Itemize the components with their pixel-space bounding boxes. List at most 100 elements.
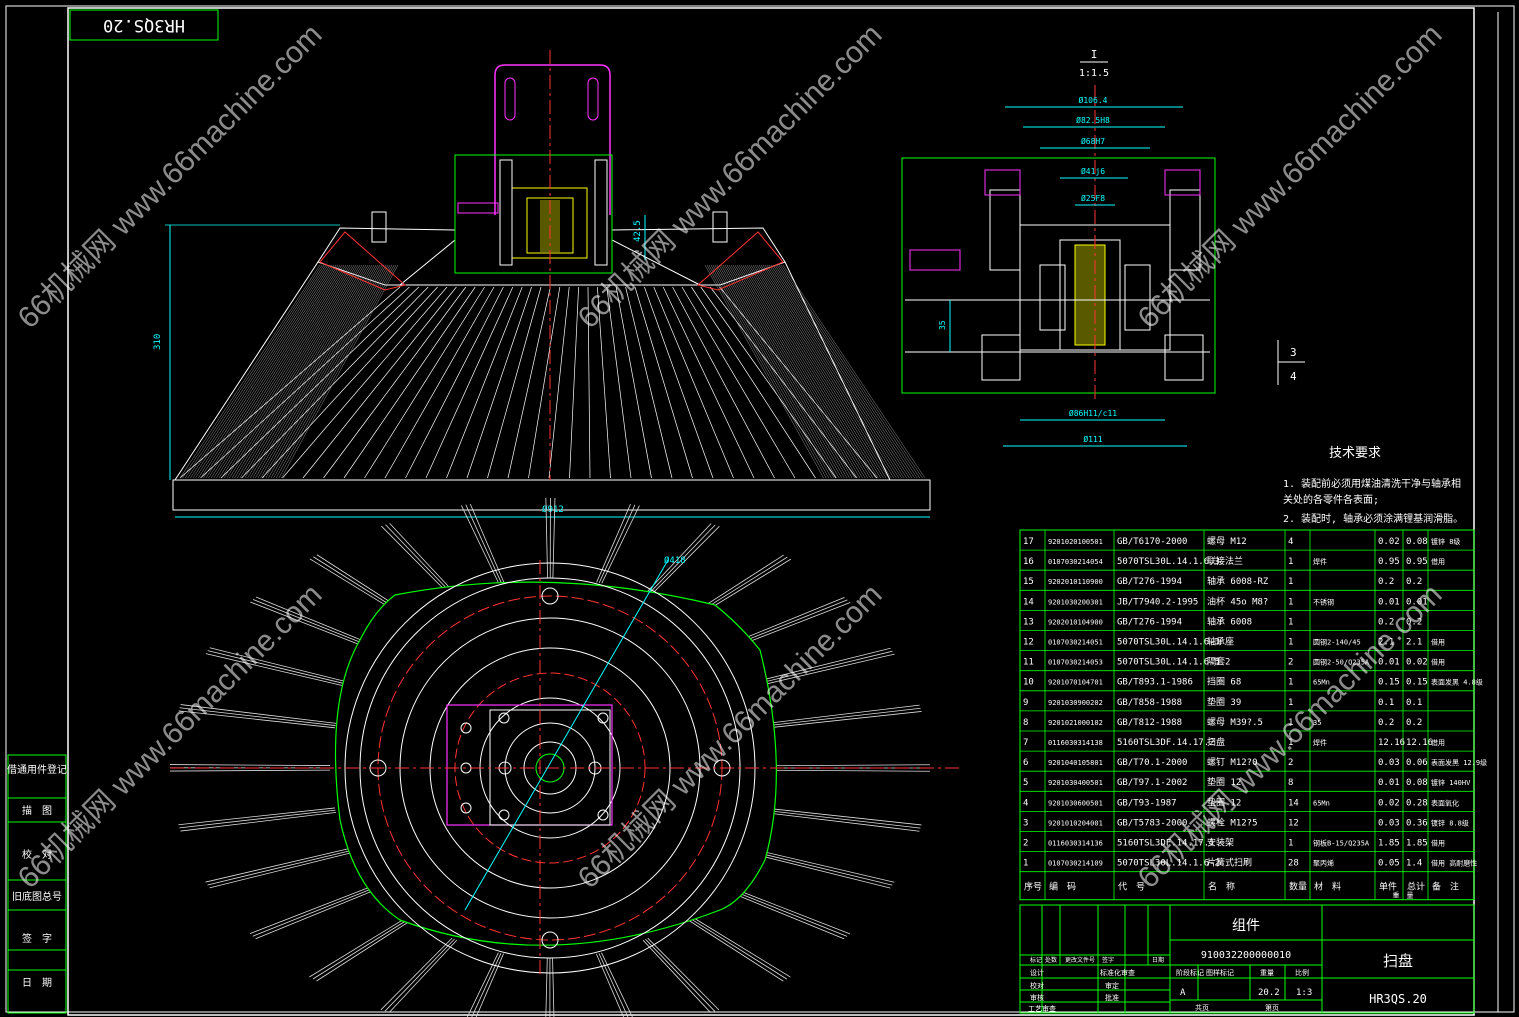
tb-sheet-1: 第页 — [1265, 1003, 1279, 1012]
bom-cell: 11 — [1023, 658, 1034, 668]
bom-cell: 0.2 — [1378, 577, 1394, 587]
bom-header-cell: 总计 — [1407, 881, 1425, 893]
bristle-line — [587, 286, 591, 479]
bristle-line — [548, 286, 570, 479]
bristle-hatch — [714, 264, 837, 479]
bristle-hatch — [237, 264, 365, 479]
bom-cell: 0116030314138 — [1048, 739, 1103, 747]
bristle-line — [302, 286, 457, 479]
bristle-hatch — [265, 264, 387, 479]
bristle-hatch — [179, 264, 321, 479]
bom-cell: 垫圈 12 — [1207, 776, 1241, 788]
watermark-4: 66机械网 www.66machine.com — [12, 578, 329, 895]
radial-bristle — [180, 811, 337, 832]
bristle-line — [200, 286, 410, 479]
radial-bristle — [598, 504, 636, 583]
bristle-hatch — [708, 264, 829, 479]
bom-cell: 2.1 — [1378, 638, 1394, 648]
bristle-hatch — [730, 264, 858, 479]
bristle-hatch — [239, 264, 367, 479]
radial-bristle — [255, 887, 380, 940]
radial-bristle — [769, 764, 930, 767]
bom-cell: 0.1 — [1378, 698, 1394, 708]
bristle-hatch — [724, 264, 850, 479]
radial-bristle — [601, 952, 633, 1017]
bom-cell: 1 — [1288, 557, 1293, 567]
bom-cell: 借用 — [1431, 658, 1445, 667]
bom-cell: 圆钢2-50/Q235A — [1313, 658, 1370, 667]
bristle-hatch — [216, 264, 349, 479]
bom-cell: 0.02 — [1406, 658, 1428, 668]
bristle-hatch — [746, 264, 879, 479]
bom-cell: 9202010110900 — [1048, 578, 1103, 586]
bristle-hatch — [182, 264, 323, 479]
bristle-line — [241, 286, 429, 479]
bom-cell: 2.1 — [1406, 638, 1422, 648]
bristle-hatch — [706, 264, 827, 479]
bristle-hatch — [263, 264, 385, 479]
detail-height-dim: 35 — [938, 320, 947, 330]
bom-cell: 2 — [1023, 839, 1028, 849]
watermark-3: 66机械网 www.66machine.com — [1132, 18, 1449, 335]
bom-cell: 10 — [1023, 678, 1034, 688]
bom-cell: 轴承座 — [1207, 636, 1234, 648]
bom-cell: 0.2 — [1378, 718, 1394, 728]
bristle-line — [653, 286, 734, 479]
radial-bristle — [469, 503, 505, 583]
bom-cell: 4 — [1288, 537, 1293, 547]
bristle-hatch — [778, 264, 920, 479]
dim-circle: Ø418 — [664, 555, 686, 566]
tb-col-2: 重量 — [1260, 969, 1274, 977]
bristle-hatch — [748, 264, 881, 479]
bristle-line — [606, 286, 632, 479]
bristle-hatch — [247, 264, 373, 479]
radial-bristle — [684, 917, 784, 982]
radial-bristle — [207, 650, 352, 686]
radial-bristle — [642, 939, 711, 1013]
bom-cell: 0.08 — [1406, 537, 1428, 547]
bristle-hatch — [229, 264, 359, 479]
tech-title: 技术要求 — [1329, 446, 1381, 461]
title-block: 标记 处数 更改文件号 签字 日期 设计 校对 审核 工艺审查 标准化审查 审定… — [1019, 904, 1475, 1014]
bristle-hatch — [221, 264, 353, 479]
tb-col-0: 阶段标记 — [1176, 968, 1204, 977]
bom-cell: 9 — [1023, 698, 1028, 708]
bom-cell: 挡圈 68 — [1207, 676, 1241, 688]
outer-border — [5, 5, 1515, 1013]
bristle-hatch — [774, 264, 915, 479]
radial-bristle — [381, 525, 453, 599]
radial-bristle — [746, 852, 891, 889]
bristle-hatch — [712, 264, 835, 479]
bristle-hatch — [226, 264, 357, 479]
bom-cell: 0.01 — [1378, 778, 1400, 788]
left-strip-label-4: 签 字 — [22, 932, 52, 945]
bristle-hatch — [744, 264, 876, 479]
radial-bristle — [249, 884, 377, 935]
radial-bristle — [461, 505, 500, 584]
bom-cell: 5160TSL3DF.14.17.2 — [1117, 738, 1215, 748]
left-strip-label-3: 旧底图总号 — [12, 890, 62, 903]
radial-bristle — [749, 848, 895, 883]
bristle-hatch — [252, 264, 377, 479]
bom-cell: 9202010104900 — [1048, 618, 1103, 626]
bom-cell: 螺钉 M12?0 — [1207, 757, 1258, 768]
bom-cell: 联接法兰 — [1207, 555, 1243, 567]
bom-header-cell: 单件 — [1379, 881, 1397, 893]
bom-cell: 1 — [1288, 738, 1293, 748]
bom-cell: 不锈钢 — [1313, 597, 1334, 606]
tb-scale: 1:3 — [1296, 988, 1312, 998]
radial-bristle — [765, 711, 922, 729]
radial-bristle — [316, 917, 416, 982]
radial-bristle — [388, 939, 458, 1013]
bristle-hatch — [760, 264, 897, 479]
bom-cell: 16 — [1023, 557, 1034, 567]
tb-std-1: 审定 — [1105, 981, 1119, 990]
bristle-hatch — [255, 264, 379, 479]
bom-cell: 1 — [1288, 638, 1293, 648]
bom-cell: 轴承 6008 — [1207, 615, 1252, 627]
radial-bristle — [601, 505, 640, 584]
radial-bristle — [252, 599, 379, 650]
bristle-line — [446, 286, 523, 479]
bom-cell: 9201020100501 — [1048, 538, 1103, 546]
radial-bristle — [686, 916, 788, 980]
